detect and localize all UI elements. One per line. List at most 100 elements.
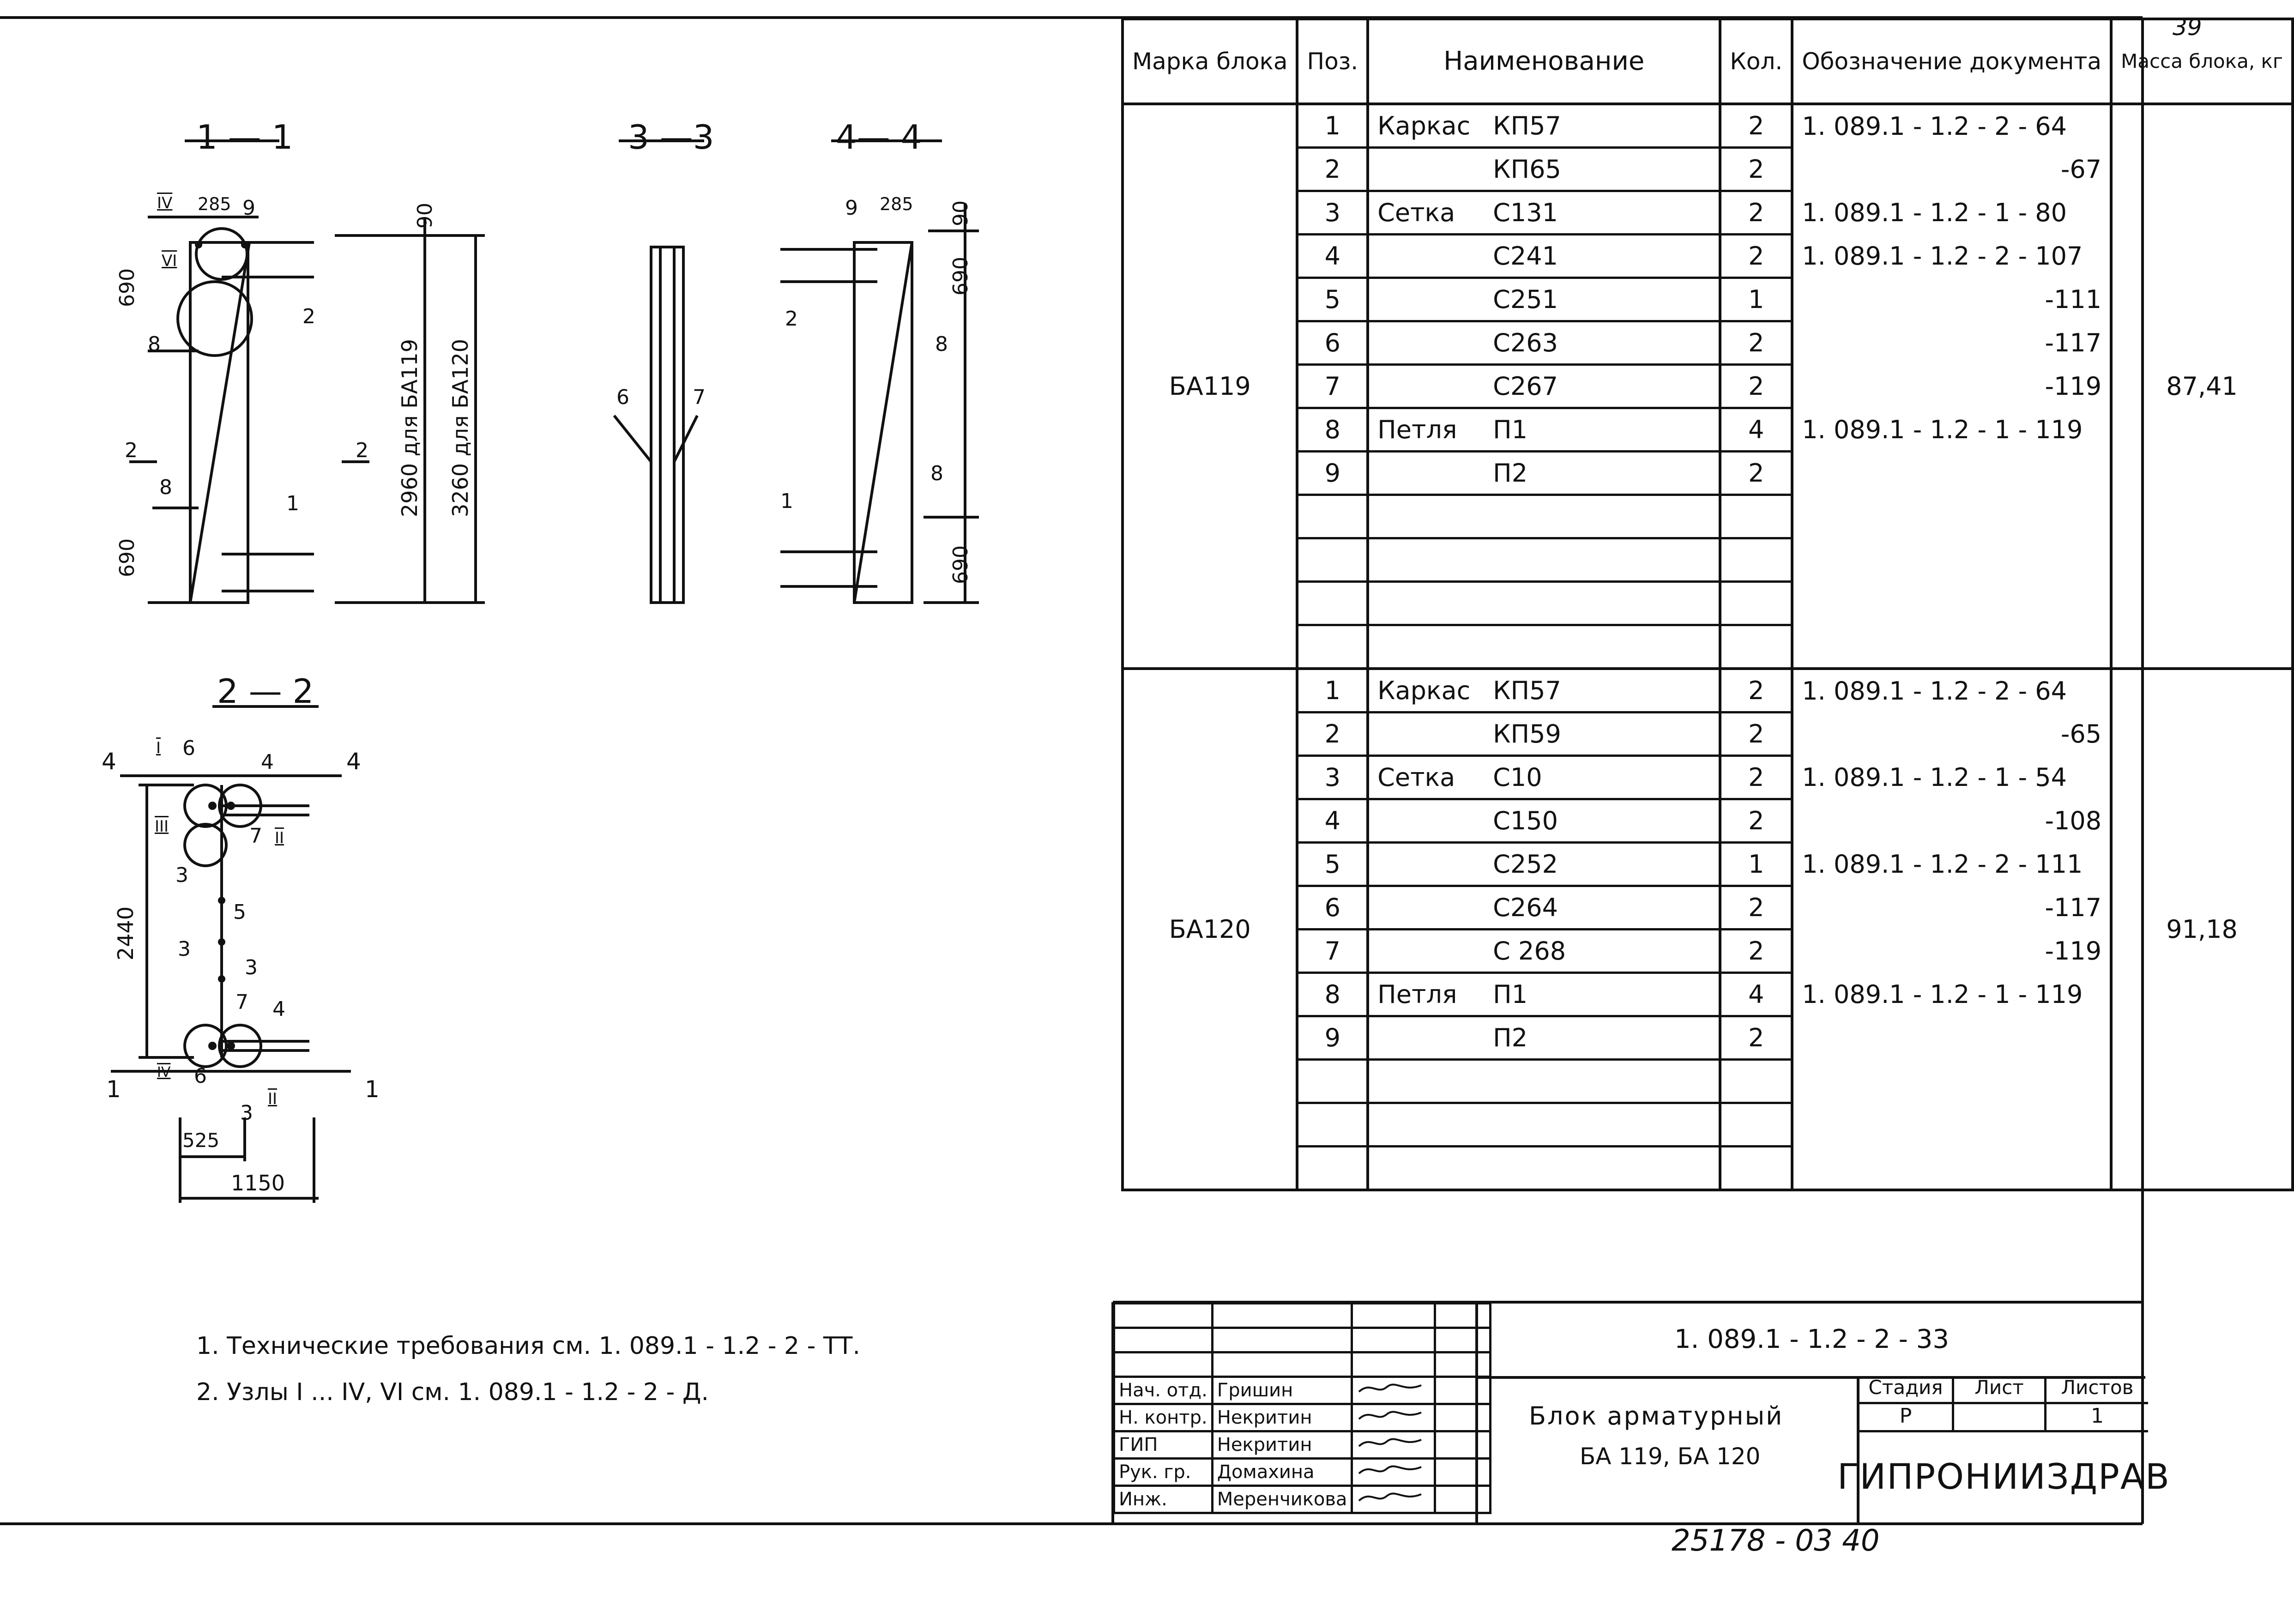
item-code: С131 — [1493, 198, 1558, 227]
pos-7-bottom: 7 — [235, 990, 248, 1014]
pos-2-left: 2 — [302, 305, 315, 328]
signature-cell — [1351, 1403, 1437, 1432]
header-qty: Кол. — [1719, 18, 1794, 105]
cell-pos: 1 — [1296, 103, 1370, 148]
cell-name — [1366, 580, 1722, 625]
cut-4-right: 4 — [346, 748, 361, 775]
stage-block: Стадия Лист Листов Р 1 ГИПРОНИИЗДРАВ — [1837, 1376, 2169, 1524]
node-i-label: I — [156, 739, 161, 757]
item-code: С150 — [1493, 806, 1558, 835]
item-type — [1377, 850, 1493, 879]
cell-doc: -65 — [1791, 712, 2113, 756]
block-mark: БА120 — [1121, 667, 1299, 1191]
table-header-row: Марка блока Поз. Наименование Кол. Обозн… — [1121, 18, 2294, 105]
pos-7-label: 7 — [693, 386, 706, 409]
note-2: 2. Узлы I ... IV, VI см. 1. 089.1 - 1.2 … — [196, 1378, 709, 1406]
signer-role: Нач. отд. — [1113, 1376, 1213, 1405]
dim-90-right: 90 — [949, 200, 972, 226]
title-line-1: Блок арматурный — [1529, 1401, 1784, 1431]
item-type — [1377, 328, 1493, 357]
cell-doc — [1791, 625, 2113, 670]
header-pos: Поз. — [1296, 18, 1370, 105]
cell-name — [1366, 1102, 1722, 1147]
cell-doc: -108 — [1791, 799, 2113, 843]
signer-row: Рук. гр.Домахина — [1113, 1457, 1492, 1487]
cell-name: С241 — [1366, 233, 1722, 278]
pos-1-right: 1 — [780, 489, 793, 513]
cell-name — [1366, 537, 1722, 582]
dim-690-bottom-right: 690 — [949, 545, 972, 584]
title-block-empty-row — [1113, 1351, 1492, 1378]
cell-name — [1366, 1145, 1722, 1191]
item-code: КП57 — [1493, 111, 1561, 140]
cell-name: КП65 — [1366, 146, 1722, 191]
item-type — [1377, 372, 1493, 401]
cell-pos — [1296, 494, 1370, 538]
cell-qty: 2 — [1719, 190, 1794, 235]
node-iv-bottom-label: IV — [157, 1064, 171, 1081]
signer-name: Некритин — [1211, 1403, 1353, 1432]
cell-qty: 2 — [1719, 711, 1794, 756]
node-iii-label: III — [155, 817, 169, 836]
title-block-empty-row — [1113, 1327, 1492, 1353]
item-code: П1 — [1493, 980, 1528, 1009]
item-code: КП57 — [1493, 676, 1561, 705]
dim-2960: 2960 для БА119 — [397, 338, 422, 517]
item-code: С241 — [1493, 241, 1558, 271]
signer-name: Домахина — [1211, 1457, 1353, 1487]
cell-name: П2 — [1366, 1015, 1722, 1060]
cell-qty: 4 — [1719, 407, 1794, 452]
signature-cell — [1351, 1485, 1437, 1514]
cell-pos: 3 — [1296, 190, 1370, 235]
cell-pos: 4 — [1296, 233, 1370, 278]
item-type: Каркас — [1377, 111, 1471, 140]
cell-pos: 8 — [1296, 407, 1370, 452]
cell-doc — [1791, 1016, 2113, 1060]
cell-name — [1366, 1058, 1722, 1103]
date-cell — [1434, 1403, 1492, 1432]
signature-cell — [1351, 1457, 1437, 1487]
cell-doc — [1791, 538, 2113, 582]
cell-qty — [1719, 494, 1794, 538]
cell-doc: -119 — [1791, 929, 2113, 973]
sheet-label: Лист — [1954, 1376, 2046, 1402]
cell-qty: 2 — [1719, 363, 1794, 408]
cell-doc: 1. 089.1 - 1.2 - 1 - 119 — [1791, 408, 2113, 452]
cell-qty — [1719, 1058, 1794, 1103]
cell-pos: 5 — [1296, 841, 1370, 886]
cell-pos: 4 — [1296, 798, 1370, 843]
cell-pos — [1296, 624, 1370, 670]
signer-row: Нач. отд.Гришин — [1113, 1376, 1492, 1405]
dim-690-bottom-left: 690 — [115, 538, 139, 577]
title-block-empty-row — [1113, 1302, 1492, 1329]
cell-pos: 9 — [1296, 1015, 1370, 1060]
table-row — [1123, 1145, 2293, 1191]
section-title-4-4: 4— 4 — [836, 118, 922, 157]
cell-name: С263 — [1366, 320, 1722, 365]
cell-name: С267 — [1366, 363, 1722, 408]
header-name: Наименование — [1366, 18, 1722, 105]
cell-pos: 8 — [1296, 972, 1370, 1016]
signer-role: Рук. гр. — [1113, 1457, 1213, 1487]
pos-8-left-top: 8 — [148, 332, 161, 356]
cell-qty: 4 — [1719, 972, 1794, 1016]
cell-doc — [1791, 581, 2113, 625]
header-mass: Масса блока, кг — [2110, 18, 2294, 105]
item-code: КП59 — [1493, 719, 1561, 749]
item-type — [1377, 241, 1493, 271]
cell-name: С150 — [1366, 798, 1722, 843]
node-vi-label: VI — [162, 252, 177, 270]
cell-qty: 2 — [1719, 885, 1794, 930]
title-block-main: 1. 089.1 - 1.2 - 2 - 33 Блок арматурный … — [1475, 1302, 2169, 1524]
cell-qty: 2 — [1719, 755, 1794, 799]
signer-role: Н. контр. — [1113, 1403, 1213, 1432]
cut-2-right: 2 — [356, 439, 368, 462]
cell-doc: 1. 089.1 - 1.2 - 1 - 80 — [1791, 191, 2113, 235]
